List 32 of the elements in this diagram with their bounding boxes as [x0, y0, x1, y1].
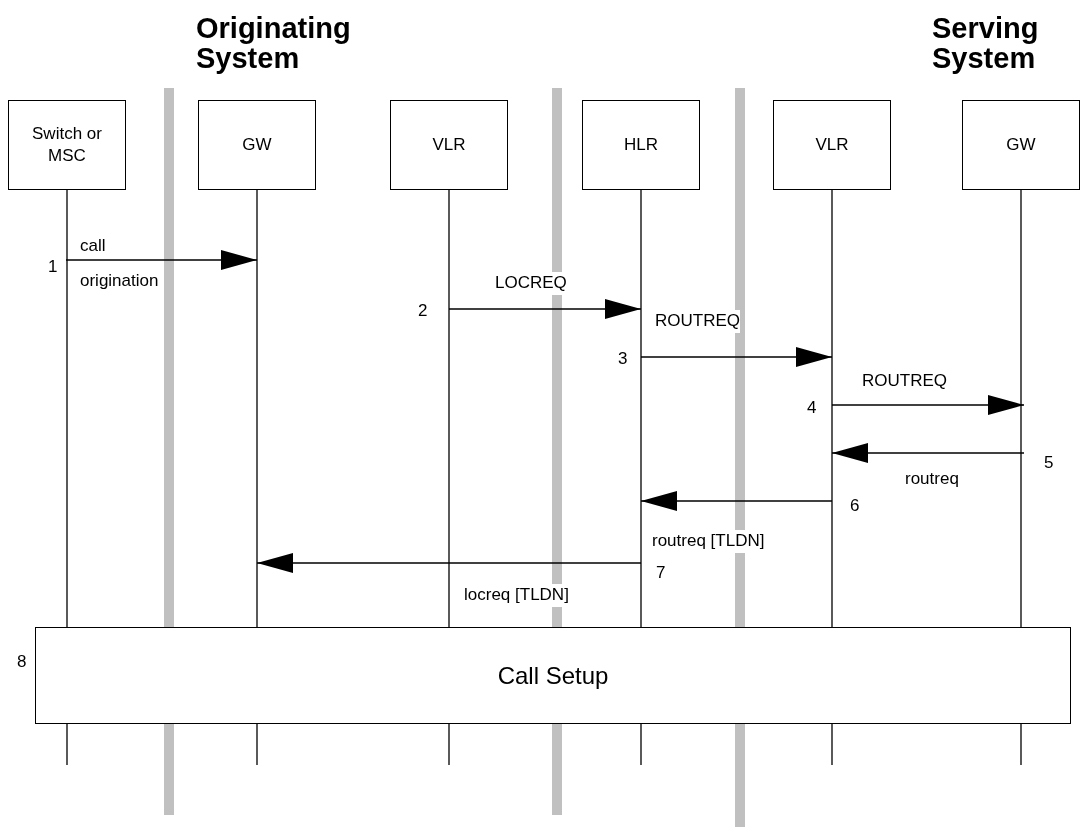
system-heading: Serving System	[932, 13, 1040, 74]
process-box	[35, 627, 1071, 724]
step-number: 3	[618, 349, 628, 370]
step-number: 1	[48, 257, 58, 278]
node-label: HLR	[624, 133, 658, 156]
step-number: 7	[656, 563, 666, 584]
node-label: GW	[1006, 133, 1036, 156]
node-label: VLR	[432, 133, 466, 156]
actor-lifeline	[198, 100, 316, 765]
message-arrow	[256, 553, 642, 573]
node-label: Switch or MSC	[31, 122, 103, 167]
actor-lifeline	[962, 100, 1080, 765]
message-arrow	[65, 250, 258, 270]
edge-label: ROUTREQ	[655, 310, 740, 333]
message-arrow	[640, 491, 833, 511]
edge-label: locreq [TLDN]	[464, 584, 569, 607]
node-label: GW	[242, 133, 272, 156]
node-label: Call Setup	[497, 660, 609, 691]
step-number: 4	[807, 398, 817, 419]
step-number: 5	[1044, 453, 1054, 474]
message-arrow	[448, 299, 642, 319]
edge-label: call origination	[80, 235, 160, 292]
step-number: 8	[17, 652, 27, 673]
step-number: 2	[418, 301, 428, 322]
message-arrow	[640, 347, 833, 367]
edge-label: LOCREQ	[495, 272, 567, 295]
message-arrow	[831, 395, 1025, 415]
node-label: VLR	[815, 133, 849, 156]
edge-label: routreq [TLDN]	[652, 530, 765, 553]
step-number: 6	[850, 496, 860, 517]
message-arrow	[831, 443, 1025, 463]
system-heading: Originating System	[196, 13, 352, 74]
